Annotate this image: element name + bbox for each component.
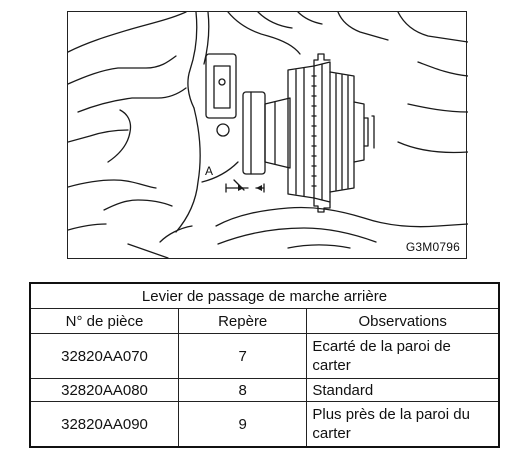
observations-cell: Standard <box>306 378 501 402</box>
table-header-row: N° de pièce Repère Observations <box>29 308 501 334</box>
figure-code: G3M0796 <box>405 240 460 254</box>
mark-cell: 8 <box>178 378 308 402</box>
observations-cell: Ecarté de la paroi de carter <box>306 333 501 379</box>
header-mark: Repère <box>178 308 308 334</box>
table-row: 32820AA090 9 Plus près de la paroi du ca… <box>29 401 501 448</box>
observations-cell: Plus près de la paroi du carter <box>306 401 501 448</box>
table-row: 32820AA080 8 Standard <box>29 378 501 402</box>
part-number-cell: 32820AA080 <box>29 378 180 402</box>
part-number-cell: 32820AA090 <box>29 401 180 448</box>
part-number-cell: 32820AA070 <box>29 333 180 379</box>
reverse-shift-lever-table: Levier de passage de marche arrière N° d… <box>29 282 501 448</box>
gear-drawing <box>68 12 468 259</box>
table-row: 32820AA070 7 Ecarté de la paroi de carte… <box>29 333 501 379</box>
dimension-a-label: A <box>205 164 214 178</box>
table-caption: Levier de passage de marche arrière <box>29 282 500 309</box>
mark-cell: 9 <box>178 401 308 448</box>
gear-illustration: A G3M0796 <box>67 11 468 259</box>
mark-cell: 7 <box>178 333 308 379</box>
header-observations: Observations <box>306 308 501 334</box>
table-caption-row: Levier de passage de marche arrière <box>29 282 500 309</box>
header-part-number: N° de pièce <box>29 308 180 334</box>
